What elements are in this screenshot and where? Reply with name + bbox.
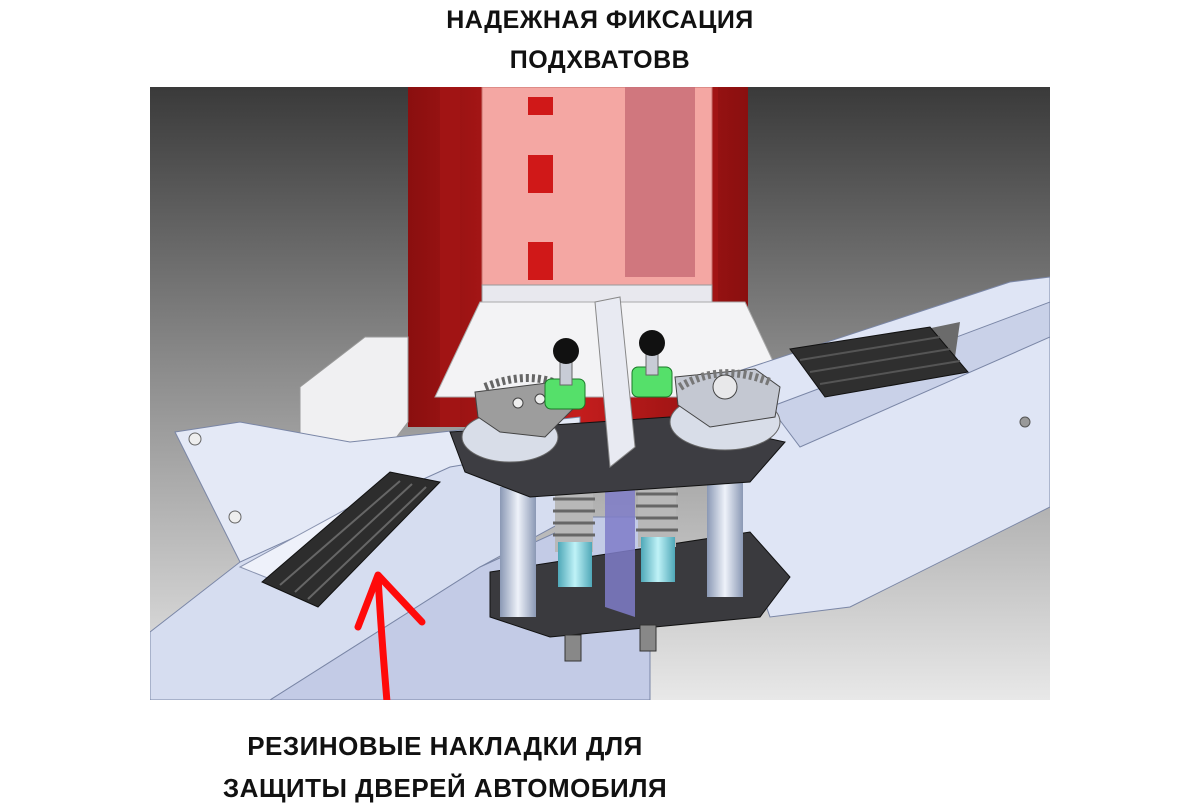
bottom-caption: РЕЗИНОВЫЕ НАКЛАДКИ ДЛЯ ЗАЩИТЫ ДВЕРЕЙ АВТ… bbox=[95, 725, 795, 809]
right-gear bbox=[669, 368, 781, 451]
right-pin bbox=[707, 467, 743, 597]
locking-mechanism bbox=[449, 296, 791, 662]
top-caption-line-1: НАДЕЖНАЯ ФИКСАЦИЯ bbox=[446, 6, 754, 34]
top-caption: НАДЕЖНАЯ ФИКСАЦИЯ ПОДХВАТОВВ bbox=[0, 0, 1200, 80]
bottom-caption-line-2: ЗАЩИТЫ ДВЕРЕЙ АВТОМОБИЛЯ bbox=[222, 773, 668, 803]
top-caption-line-2: ПОДХВАТОВВ bbox=[509, 46, 691, 74]
left-pin bbox=[500, 487, 536, 617]
right-arm bbox=[689, 276, 1050, 618]
bottom-caption-line-1: РЕЗИНОВЫЕ НАКЛАДКИ ДЛЯ bbox=[247, 731, 643, 761]
red-arrow-annotation bbox=[354, 571, 426, 700]
column bbox=[408, 87, 748, 427]
left-green-knob bbox=[544, 338, 586, 410]
center-blade bbox=[594, 296, 636, 468]
right-green-knob bbox=[631, 330, 673, 398]
lift-arm-cad-illustration bbox=[150, 87, 1050, 700]
right-rubber-pad bbox=[789, 326, 969, 398]
